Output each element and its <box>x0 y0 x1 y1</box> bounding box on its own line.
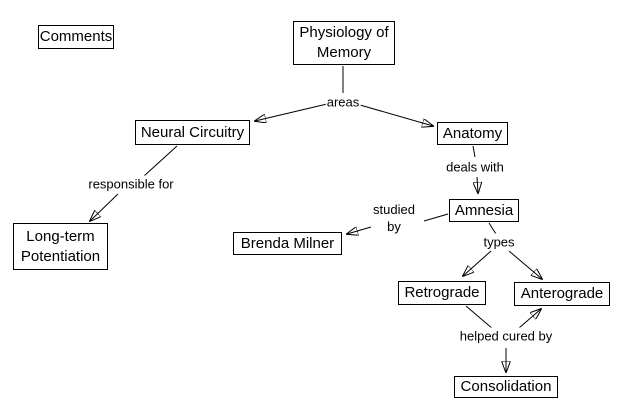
node-retrograde[interactable]: Retrograde <box>398 281 486 305</box>
node-long-term-potentiation[interactable]: Long-term Potentiation <box>13 223 108 270</box>
node-physiology-of-memory-label: Physiology of Memory <box>299 24 389 61</box>
node-retrograde-label: Retrograde <box>404 284 480 301</box>
edge-amnesia-to-studied-by <box>423 213 449 222</box>
node-anatomy[interactable]: Anatomy <box>437 122 508 145</box>
edge-types-to-retrograde <box>463 250 492 276</box>
edge-neural-circuitry-to-responsible-for <box>143 145 178 177</box>
edge-deals-with-to-amnesia <box>477 176 478 193</box>
link-label-areas: areas <box>325 93 361 111</box>
node-amnesia-label: Amnesia <box>454 201 514 219</box>
link-label-helped-cured-by: helped cured by <box>458 327 554 345</box>
node-anterograde-label: Anterograde <box>520 285 604 302</box>
node-consolidation[interactable]: Consolidation <box>454 376 558 398</box>
link-label-types: types <box>482 233 516 251</box>
node-brenda-milner-label: Brenda Milner <box>240 234 335 252</box>
node-comments-label: Comments <box>39 28 113 45</box>
edge-studied-by-to-brenda-milner <box>347 226 372 234</box>
node-neural-circuitry[interactable]: Neural Circuitry <box>135 120 250 145</box>
node-brenda-milner[interactable]: Brenda Milner <box>233 232 342 255</box>
edge-amnesia-to-types <box>488 222 497 235</box>
node-neural-circuitry-label: Neural Circuitry <box>140 123 245 141</box>
edge-responsible-for-to-long-term-potentiation <box>90 193 119 221</box>
node-amnesia[interactable]: Amnesia <box>449 199 519 222</box>
link-label-deals-with: deals with <box>445 158 505 176</box>
edge-retrograde-to-helped-cured-by <box>465 305 494 330</box>
node-anatomy-label: Anatomy <box>442 124 503 142</box>
edge-types-to-anterograde <box>508 250 542 279</box>
edge-anatomy-to-deals-with <box>472 145 476 158</box>
node-long-term-potentiation-label: Long-term Potentiation <box>20 227 101 265</box>
link-label-studied-by: studied by <box>372 201 416 235</box>
node-physiology-of-memory[interactable]: Physiology of Memory <box>293 21 395 65</box>
edge-areas-to-anatomy <box>359 104 433 126</box>
edge-areas-to-neural-circuitry <box>255 103 328 121</box>
node-consolidation-label: Consolidation <box>460 378 552 395</box>
link-label-responsible-for: responsible for <box>87 175 175 193</box>
edge-helped-cured-by-to-anterograde <box>518 309 541 329</box>
node-comments[interactable]: Comments <box>38 25 114 49</box>
node-anterograde[interactable]: Anterograde <box>514 282 610 306</box>
